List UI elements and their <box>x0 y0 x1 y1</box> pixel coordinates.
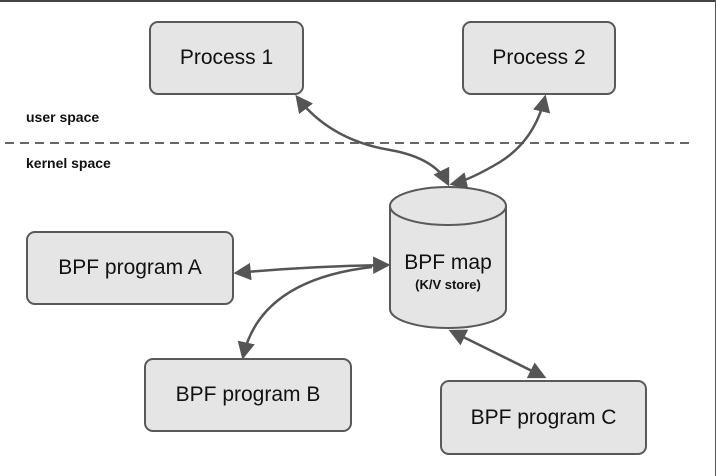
bpf-map-sublabel: (K/V store) <box>415 277 481 292</box>
user-space-label: user space <box>26 109 100 125</box>
edge-programA-map <box>233 256 391 281</box>
program-c-node: BPF program C <box>440 380 647 455</box>
program-a-node: BPF program A <box>26 231 234 305</box>
edge-map-programC <box>448 329 547 379</box>
edge-map-programB <box>237 265 373 360</box>
bpf-map-label: BPF map <box>404 251 492 274</box>
edge-process1-map <box>295 94 450 187</box>
edge-process2-map <box>449 94 551 190</box>
top-border <box>0 0 716 2</box>
process-1-node: Process 1 <box>149 21 304 95</box>
program-b-node: BPF program B <box>144 358 352 432</box>
kernel-space-label: kernel space <box>26 155 111 171</box>
bpf-map-cylinder <box>389 186 507 329</box>
process-2-node: Process 2 <box>462 21 616 95</box>
